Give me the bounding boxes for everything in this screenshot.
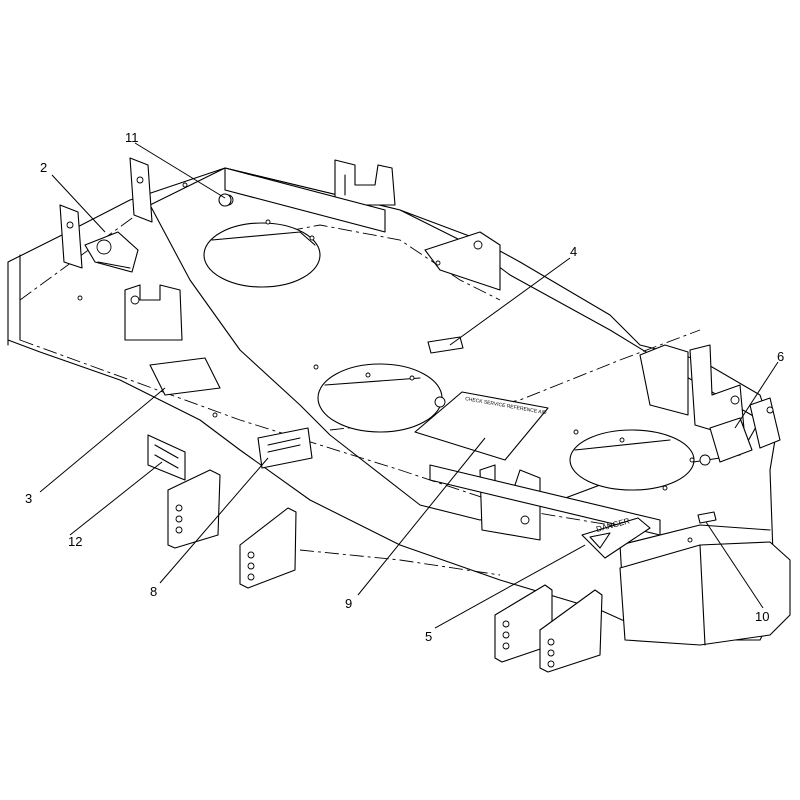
- decals: CHECK SERVICE REFERENCE AID DANGER: [84, 193, 753, 559]
- callout-4: 4: [570, 244, 577, 259]
- decal-4: [427, 336, 464, 354]
- decal-12: [147, 434, 186, 481]
- hanger-plates: [167, 469, 603, 673]
- blade-openings: [203, 222, 695, 491]
- decal-9: [218, 193, 232, 207]
- callout-labels: 11 2 3 4 6 12 8 9 5 10: [25, 130, 784, 644]
- callout-10: 9: [345, 596, 352, 611]
- callout-11: 10: [755, 609, 769, 624]
- callout-6: 6: [777, 349, 784, 364]
- callout-2: 2: [40, 160, 47, 175]
- mounting-brackets: [59, 157, 781, 541]
- callout-5: 5: [425, 629, 432, 644]
- decal-11: [697, 511, 717, 524]
- leader-lines: [39, 142, 779, 629]
- callout-9: 11: [125, 130, 139, 145]
- decal-6: [709, 417, 753, 463]
- decal-3: [149, 357, 221, 396]
- decal-2: [84, 231, 139, 273]
- bolt-holes: [77, 182, 711, 543]
- callout-3: 3: [25, 491, 32, 506]
- callout-12: 12: [68, 534, 82, 549]
- decal-5: [581, 517, 651, 559]
- callout-8: 8: [150, 584, 157, 599]
